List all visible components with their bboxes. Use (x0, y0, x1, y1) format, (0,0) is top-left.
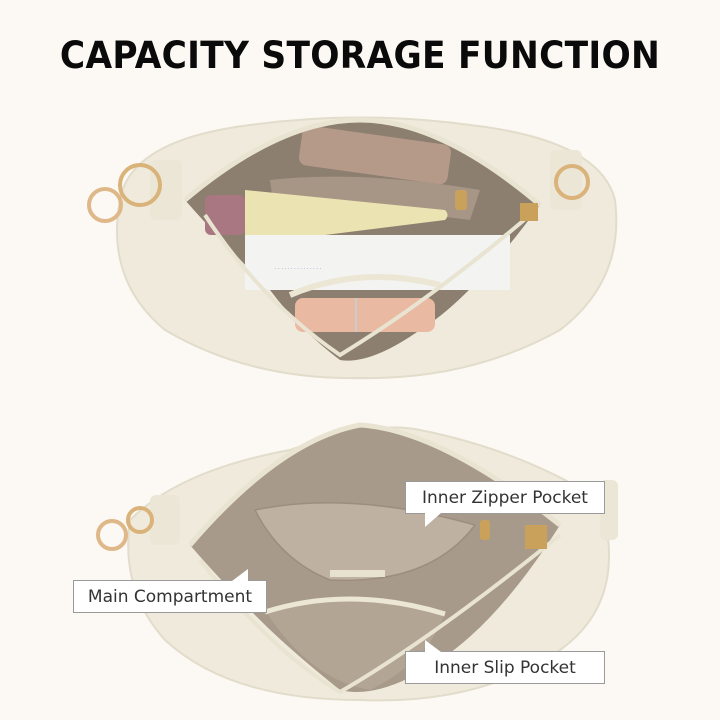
bag-interior-image (96, 422, 618, 702)
callout-pointer (232, 569, 248, 581)
page-title: CAPACITY STORAGE FUNCTION (59, 34, 661, 77)
svg-text:· · · · · · · · · · · · · · ·: · · · · · · · · · · · · · · · (275, 266, 322, 272)
callout-main-compartment: Main Compartment (73, 580, 267, 613)
callout-pointer (425, 513, 441, 527)
callout-pointer (425, 640, 441, 652)
bag-packed-image: · · · · · · · · · · · · · · · (87, 116, 618, 380)
callout-label: Main Compartment (87, 586, 253, 607)
callout-label: Inner Slip Pocket (434, 657, 576, 678)
callout-inner-zipper-pocket: Inner Zipper Pocket (405, 481, 605, 514)
callout-inner-slip-pocket: Inner Slip Pocket (405, 651, 605, 684)
callout-label: Inner Zipper Pocket (422, 487, 588, 508)
